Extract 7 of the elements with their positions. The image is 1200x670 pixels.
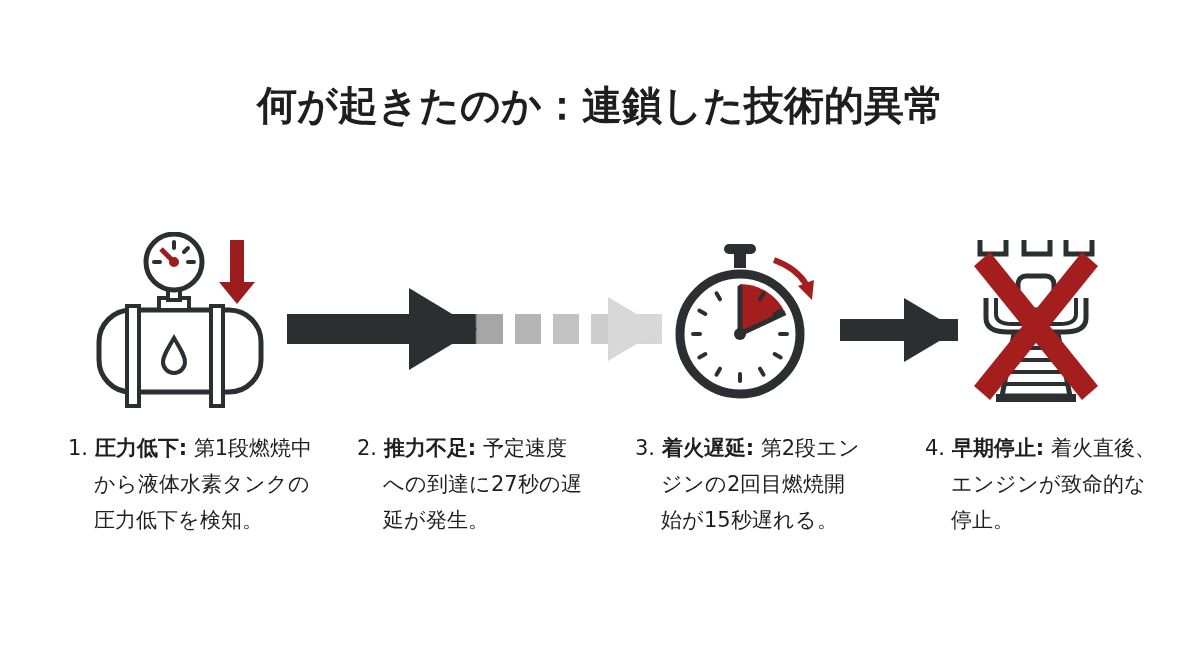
step-description: 3. 着火遅延: 第2段エンジンの2回目燃焼開始が15秒遅れる。 — [635, 435, 862, 534]
arrow — [840, 298, 958, 362]
title: 何が起きたのか：連鎖した技術的異常 — [255, 81, 945, 130]
step-description: 2. 推力不足: 予定速度への到達に27秒の遅延が発生。 — [357, 435, 583, 534]
step-description: 1. 圧力低下: 第1段燃焼中から液体水素タンクの圧力低下を検知。 — [68, 435, 314, 534]
step-description: 4. 早期停止: 着火直後、エンジンが致命的な停止。 — [925, 435, 1157, 534]
arrow — [287, 288, 662, 370]
